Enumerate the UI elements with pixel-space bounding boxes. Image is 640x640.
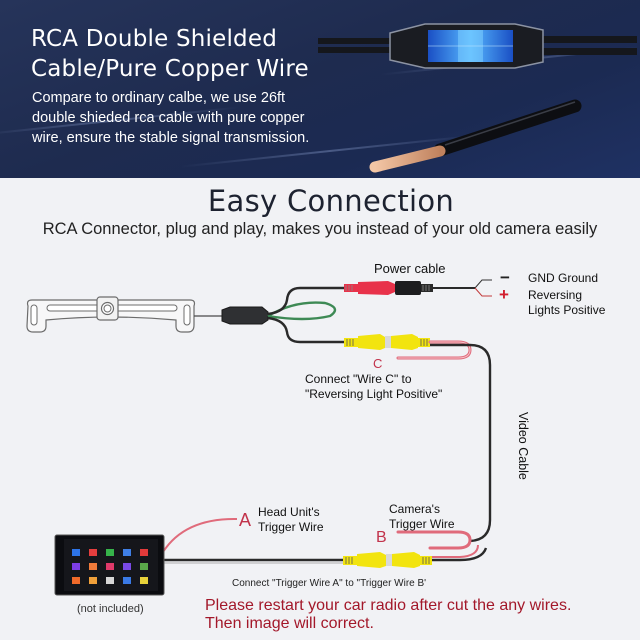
wire-c-instruction: Connect "Wire C" to "Reversing Light Pos… [305,372,443,401]
head-unit-icon [54,534,165,596]
plus-symbol: + [499,285,509,304]
video-cable-label: Video Cable [516,412,530,480]
video-cable [430,343,492,543]
wire-c-letter: C [373,356,383,371]
shielded-cable-illustration [318,23,637,173]
green-loop-wire [267,301,337,321]
head-unit-trigger-wire-label: Head Unit's Trigger Wire [258,505,324,534]
wire-a-letter: A [239,510,252,530]
wire-b [396,530,472,550]
banner-description: Compare to ordinary calbe, we use 26ft d… [32,90,310,146]
reversing-lights-positive-label: Reversing Lights Positive [528,288,606,317]
banner-title: RCA Double Shielded Cable/Pure Copper Wi… [31,26,309,82]
video-rca-connector-headunit-side [343,552,432,568]
section-title: Easy Connection [207,184,455,218]
wire-a [162,517,238,553]
power-cable-label: Power cable [374,261,446,276]
minus-symbol: − [500,268,510,287]
wire-b-letter: B [376,529,387,546]
camera-trigger-wire-label: Camera's Trigger Wire [389,502,455,531]
junction-box [221,306,269,325]
product-banner: RCA Double Shielded Cable/Pure Copper Wi… [0,0,640,178]
gnd-ground-label: GND Ground [528,271,599,285]
power-connector [344,281,433,295]
section-subtitle: RCA Connector, plug and play, makes you … [42,220,598,238]
restart-notice: Please restart your car radio after cut … [205,597,572,632]
trigger-wire-instruction: Connect "Trigger Wire A" to "Trigger Wir… [232,578,427,589]
head-unit-caption: (not included) [77,603,144,615]
license-plate-camera-icon [26,296,196,333]
wiring-diagram [26,279,492,596]
video-rca-connector-camera-side [344,334,430,350]
